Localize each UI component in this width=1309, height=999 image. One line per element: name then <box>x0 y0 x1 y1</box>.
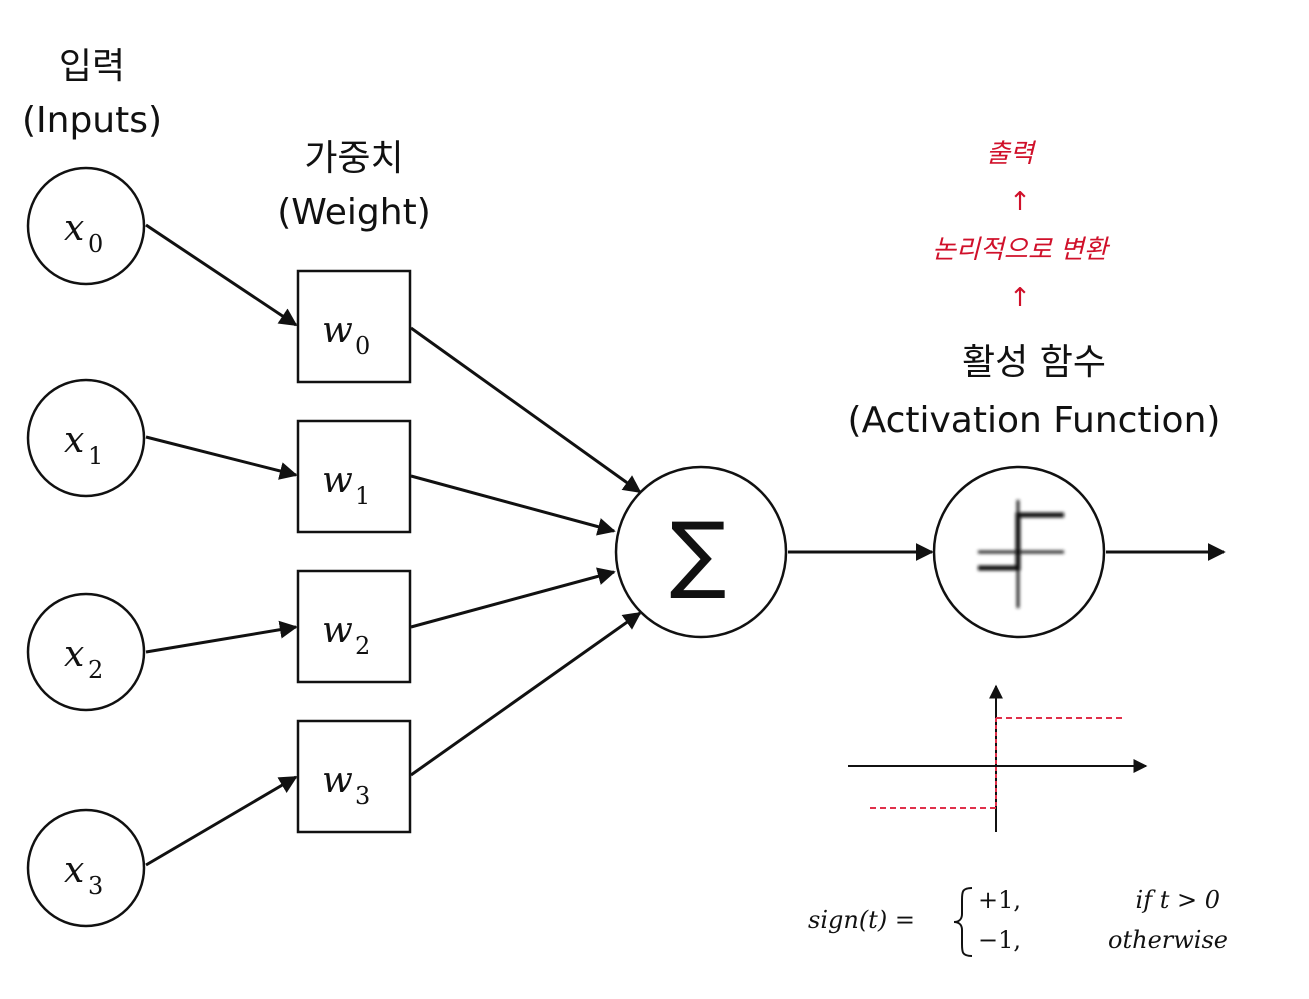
weight-w0-var: w <box>322 310 353 351</box>
weight-w2-var: w <box>322 610 353 651</box>
weight-w2-sub: 2 <box>355 632 370 660</box>
edge-w1-sum <box>410 474 616 536</box>
formula-case2-cond: otherwise <box>1108 926 1228 954</box>
edge-x1-w1 <box>145 435 298 480</box>
edge-x2-w2 <box>145 620 298 654</box>
input-node-x0: x 0 <box>26 166 146 286</box>
input-node-x1: x 1 <box>26 378 146 498</box>
input-x3-var: x <box>64 850 84 891</box>
annotation-arrow-bottom: ↑ <box>1009 283 1031 313</box>
weight-w0-sub: 0 <box>355 332 370 360</box>
weights-title: 가중치 <box>304 138 403 179</box>
input-x1-var: x <box>64 420 84 461</box>
weight-w3-sub: 3 <box>355 782 370 810</box>
activation-title: 활성 함수 <box>962 342 1106 383</box>
weight-w1-var: w <box>322 460 353 501</box>
inputs-title: 입력 <box>59 46 125 87</box>
input-node-x3: x 3 <box>26 808 146 928</box>
edge-x3-w3 <box>145 775 298 867</box>
input-x1-sub: 1 <box>88 442 103 470</box>
formula-case2-value: −1, <box>978 926 1021 954</box>
inputs-subtitle: (Inputs) <box>22 100 162 141</box>
input-x2-sub: 2 <box>88 656 103 684</box>
formula-lhs: sign(t) = <box>808 906 915 934</box>
input-x2-var: x <box>64 634 84 675</box>
weight-box-w1: w 1 <box>296 419 412 534</box>
input-x0-var: x <box>64 208 84 249</box>
activation-node <box>932 465 1106 639</box>
weights-subtitle: (Weight) <box>277 192 431 233</box>
weight-w1-sub: 1 <box>355 482 370 510</box>
edge-w3-sum <box>410 611 642 777</box>
input-x3-sub: 3 <box>88 872 103 900</box>
sum-node: ∑ <box>614 465 788 639</box>
sum-symbol: ∑ <box>670 504 727 602</box>
edge-w2-sum <box>410 567 616 629</box>
weight-box-w3: w 3 <box>296 719 412 834</box>
input-node-x2: x 2 <box>26 592 146 712</box>
formula-brace <box>953 887 973 957</box>
activation-subtitle: (Activation Function) <box>848 400 1221 441</box>
formula-case1-cond: if t > 0 <box>1136 886 1220 914</box>
step-function-icon <box>978 500 1064 608</box>
annotation-conversion: 논리적으로 변환 <box>932 235 1111 265</box>
formula-case1-value: +1, <box>978 886 1021 914</box>
weight-box-w2: w 2 <box>296 569 412 684</box>
annotation-output: 출력 <box>986 139 1037 169</box>
step-plot <box>848 684 1148 832</box>
input-x0-sub: 0 <box>88 230 103 258</box>
sign-formula: sign(t) = +1, if t > 0 −1, otherwise <box>808 886 1228 957</box>
edge-w0-sum <box>410 326 642 494</box>
weight-w3-var: w <box>322 760 353 801</box>
edge-x0-w0 <box>145 223 298 327</box>
annotation-arrow-top: ↑ <box>1009 187 1031 217</box>
weight-box-w0: w 0 <box>296 269 412 384</box>
